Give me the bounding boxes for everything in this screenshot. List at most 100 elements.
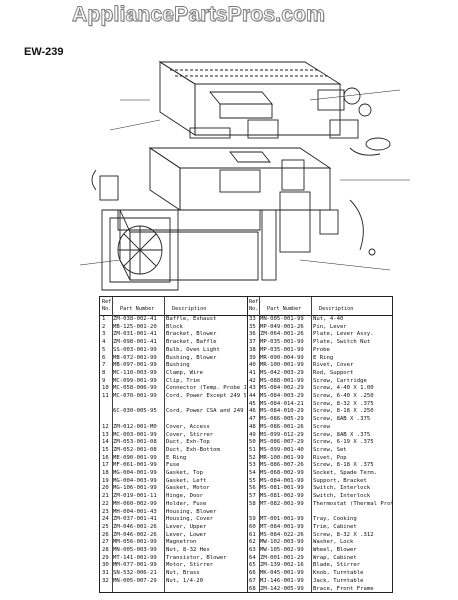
table-row: 13 MC-003-001-99 Cover, Stirrer <box>100 432 247 440</box>
table-row <box>247 509 393 517</box>
ref-no: 28 <box>102 547 109 553</box>
description: Plate, Switch Nut <box>313 339 371 346</box>
table-row: 58 MT-082-001-99 Thermostat (Thermal Prote… <box>247 501 393 509</box>
part-number: MT-082-001-99 <box>260 500 304 507</box>
description: Lever, Upper <box>166 523 207 530</box>
ref-no: 51 <box>249 446 256 453</box>
description: Block <box>166 323 183 330</box>
description: Bulb, Oven Light <box>166 346 220 353</box>
part-number: MG-106-001-99 <box>113 485 157 492</box>
part-number: ZM-139-002-16 <box>260 562 304 569</box>
part-number: MS-084-002-29 <box>260 385 304 392</box>
description: Cover, Access <box>166 423 210 430</box>
description: Duct, Exh-Bottom <box>166 446 220 453</box>
ref-no: 11 <box>102 393 109 399</box>
side-components <box>91 169 376 256</box>
part-number: MS-084-003-29 <box>260 393 304 399</box>
ref-no: 58 <box>249 500 256 507</box>
part-number: ZM-052-001-08 <box>113 446 157 453</box>
part-number: MW-102-003-99 <box>260 539 304 546</box>
ref-no: 61 <box>249 531 256 538</box>
description: Thermostat (Thermal Protector) <box>313 500 393 507</box>
part-number: MT-141-001-99 <box>113 554 157 561</box>
part-number: ZM-046-001-26 <box>113 523 157 530</box>
part-number: ZM-053-001-08 <box>113 439 157 446</box>
part-number: ZM-064-001-26 <box>260 331 304 338</box>
part-number: ZM-098-001-41 <box>113 339 157 346</box>
description: Bracket, Blower <box>166 331 217 338</box>
description: Lever, Lower <box>166 531 207 538</box>
ref-no: 31 <box>102 570 109 577</box>
ref-no: 53 <box>249 462 256 469</box>
part-number: MC-070-001-99 <box>113 393 157 399</box>
header-ref: Ref. <box>249 299 262 305</box>
part-number: MS-099-001-40 <box>260 446 304 453</box>
part-number: ZM-019-001-11 <box>113 493 157 500</box>
oven-door <box>101 209 179 291</box>
description: Cover, Stirrer <box>166 431 214 438</box>
ref-no: 63 <box>249 547 256 553</box>
part-number: MM-077-001-99 <box>113 562 157 569</box>
description: Screw, 8-32 X .312 <box>313 531 374 538</box>
description: Clip, Trim <box>166 377 200 384</box>
part-number: MB-097-001-99 <box>113 362 157 369</box>
ref-no: 60 <box>249 523 256 530</box>
ref-no: 43 <box>249 385 256 392</box>
description: Screw, 8-18 X .250 <box>313 408 374 415</box>
part-number: MB-072-001-99 <box>113 354 157 361</box>
description: Bracket, Baffle <box>166 339 217 346</box>
part-number: MR-100-001-99 <box>260 454 304 461</box>
ref-no: 57 <box>249 493 256 500</box>
description: Hinge, Door <box>166 493 204 500</box>
description: Holder, Fuse <box>166 500 207 507</box>
ref-no: 7 <box>102 362 106 369</box>
description: Switch, Interlock <box>313 485 371 492</box>
description: Wrap, Cabinet <box>313 554 357 561</box>
description: Screw, 6-40 X .250 <box>313 393 374 399</box>
ref-no: 20 <box>102 485 109 492</box>
ref-no: 49 <box>249 431 256 438</box>
ref-no: 65 <box>249 562 256 569</box>
ref-no: 26 <box>102 531 109 538</box>
part-number: MN-005-001-99 <box>260 316 304 322</box>
ref-no: 4 <box>102 339 106 346</box>
part-number: MC-003-001-99 <box>113 431 157 438</box>
part-number: 6C-030-005-95 <box>113 408 157 415</box>
part-number: MS-088-001-99 <box>260 377 304 384</box>
ref-no: 13 <box>102 431 109 438</box>
part-number: MS-084-014-21 <box>260 400 304 407</box>
ref-no: 36 <box>249 331 256 338</box>
ref-no: 68 <box>249 585 256 592</box>
description: Screw, 8AB X .375 <box>313 431 371 438</box>
ref-no: 27 <box>102 539 109 546</box>
description: Screw, 6-19 X .375 <box>313 439 374 446</box>
ref-no: 9 <box>102 377 106 384</box>
cabinet-wrap <box>158 61 342 136</box>
part-number: ZM-046-002-26 <box>113 531 157 538</box>
description: Gasket, Left <box>166 477 207 484</box>
site-header: AppliancePartsPros.com <box>0 0 458 36</box>
description: Plate, Lever Assy. <box>313 331 374 338</box>
part-number: MS-084-022-26 <box>260 531 304 538</box>
ref-no: 23 <box>102 508 109 515</box>
description: Screw, 8-32 X .375 <box>313 400 374 407</box>
ref-no: 64 <box>249 554 256 561</box>
